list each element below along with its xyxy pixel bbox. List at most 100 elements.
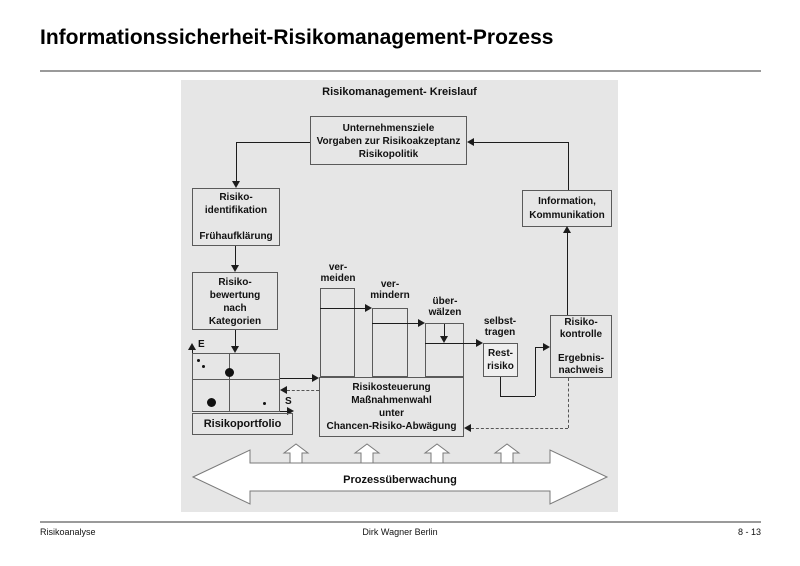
label-line: meiden bbox=[320, 273, 356, 284]
transfer-label: über- wälzen bbox=[415, 296, 475, 318]
arrowhead-down-icon bbox=[231, 346, 239, 353]
assessment-to-portfolio-line bbox=[235, 330, 236, 346]
box-line: Information, bbox=[538, 196, 596, 207]
arrowhead-right-icon bbox=[365, 304, 372, 312]
transfer-to-rest-line bbox=[425, 343, 476, 344]
box-line: Risiko- bbox=[219, 192, 253, 203]
arrowhead-left-icon bbox=[467, 138, 474, 146]
reduce-label: ver- mindern bbox=[360, 279, 420, 301]
transfer-bar bbox=[425, 323, 464, 377]
box-line: Unternehmensziele bbox=[342, 123, 435, 134]
box-line: risiko bbox=[487, 361, 514, 372]
rest-to-control-path bbox=[500, 396, 535, 397]
portfolio-to-steering-line bbox=[280, 378, 312, 379]
box-line: identifikation bbox=[204, 205, 268, 216]
box-line: unter bbox=[379, 408, 404, 419]
box-line: Kategorien bbox=[208, 316, 262, 327]
rest-to-control-path bbox=[500, 377, 501, 396]
label-line: selbst- bbox=[483, 316, 517, 327]
diagram-title: Risikomanagement- Kreislauf bbox=[322, 86, 477, 98]
box-line: nachweis bbox=[558, 365, 604, 376]
box-line: Ergebnis- bbox=[557, 353, 605, 364]
up-arrow-icon bbox=[353, 443, 381, 464]
reduce-bar bbox=[372, 308, 408, 377]
rest-risk-box: Rest- risiko bbox=[483, 343, 518, 377]
arrowhead-right-icon bbox=[543, 343, 550, 351]
portfolio-point bbox=[202, 365, 205, 368]
avoid-to-reduce-line bbox=[320, 308, 365, 309]
box-line: Rest- bbox=[487, 348, 513, 359]
up-arrow-icon bbox=[282, 443, 310, 464]
diagram-panel: Prozessüberwachung Risikomanagement- Kre… bbox=[181, 80, 618, 512]
rest-to-control-path bbox=[535, 347, 536, 396]
arrowhead-right-icon bbox=[312, 374, 319, 382]
e-axis-label: E bbox=[198, 339, 205, 350]
process-bar-label: Prozessüberwachung bbox=[343, 474, 457, 486]
information-box: Information, Kommunikation bbox=[522, 190, 612, 227]
box-line: Risiko- bbox=[218, 277, 252, 288]
arrowhead-right-icon bbox=[476, 339, 483, 347]
arrowhead-down-icon bbox=[232, 181, 240, 188]
box-line: Risikosteuerung bbox=[352, 382, 431, 393]
identification-to-assessment-line bbox=[235, 246, 236, 265]
portfolio-point bbox=[225, 368, 234, 377]
arrowhead-left-icon bbox=[464, 424, 471, 432]
footer-author: Dirk Wagner Berlin bbox=[362, 527, 438, 537]
label-line: über- bbox=[432, 296, 458, 307]
s-axis-label: S bbox=[285, 396, 292, 407]
arrowhead-down-icon bbox=[440, 336, 448, 343]
label-line: wälzen bbox=[428, 307, 462, 318]
goals-to-identification-line bbox=[236, 142, 237, 181]
control-feedback-dashed-vline bbox=[568, 378, 569, 428]
box-line bbox=[193, 217, 279, 230]
e-axis-arrow-icon bbox=[188, 343, 196, 350]
steering-box: Risikosteuerung Maßnahmenwahl unter Chan… bbox=[319, 377, 464, 437]
control-feedback-dashed-hline bbox=[471, 428, 568, 429]
title-divider bbox=[40, 70, 761, 72]
page-title: Informationssicherheit-Risikomanagement-… bbox=[40, 26, 554, 49]
portfolio-point bbox=[197, 359, 200, 362]
steering-to-portfolio-dashed-line bbox=[287, 390, 319, 391]
arrowhead-down-icon bbox=[231, 265, 239, 272]
rest-to-control-path bbox=[535, 347, 543, 348]
box-line: nach bbox=[223, 303, 247, 314]
avoid-label: ver- meiden bbox=[308, 262, 368, 284]
e-axis-line bbox=[192, 349, 193, 353]
grid-divider bbox=[229, 354, 230, 411]
box-line: Maßnahmenwahl bbox=[351, 395, 432, 406]
portfolio-point bbox=[263, 402, 266, 405]
label-line: ver- bbox=[328, 262, 348, 273]
footer-divider bbox=[40, 521, 761, 523]
box-line: Kommunikation bbox=[529, 210, 605, 221]
assessment-box: Risiko- bewertung nach Kategorien bbox=[192, 272, 278, 330]
control-to-information-line bbox=[567, 233, 568, 315]
reduce-to-transfer-line bbox=[372, 323, 418, 324]
footer-page-number: 8 - 13 bbox=[737, 527, 761, 537]
info-to-goals-vline bbox=[568, 142, 569, 190]
box-line: Risikopolitik bbox=[358, 149, 419, 160]
goals-left-line bbox=[236, 142, 310, 143]
info-to-goals-line bbox=[474, 142, 568, 143]
box-line: Risiko- bbox=[564, 317, 598, 328]
identification-box: Risiko- identifikation Frühaufklärung bbox=[192, 188, 280, 246]
arrowhead-right-icon bbox=[418, 319, 425, 327]
s-axis-line bbox=[280, 411, 288, 412]
goals-box: Unternehmensziele Vorgaben zur Risikoakz… bbox=[310, 116, 467, 165]
portfolio-label-box: Risikoportfolio bbox=[192, 413, 293, 435]
box-line: Frühaufklärung bbox=[199, 231, 273, 242]
box-line: Vorgaben zur Risikoakzeptanz bbox=[316, 136, 461, 147]
label-line: tragen bbox=[484, 327, 516, 338]
transfer-down-line bbox=[444, 324, 445, 336]
portfolio-point bbox=[207, 398, 216, 407]
control-box: Risiko- kontrolle Ergebnis- nachweis bbox=[550, 315, 612, 378]
label-line: ver- bbox=[380, 279, 400, 290]
footer-topic: Risikoanalyse bbox=[40, 527, 96, 537]
box-line bbox=[551, 341, 611, 353]
box-line: kontrolle bbox=[559, 329, 603, 340]
risk-portfolio-grid bbox=[192, 353, 280, 412]
accept-label: selbst- tragen bbox=[470, 316, 530, 338]
label-line: mindern bbox=[370, 290, 410, 301]
s-axis-arrow-icon bbox=[287, 407, 294, 415]
up-arrow-icon bbox=[423, 443, 451, 464]
